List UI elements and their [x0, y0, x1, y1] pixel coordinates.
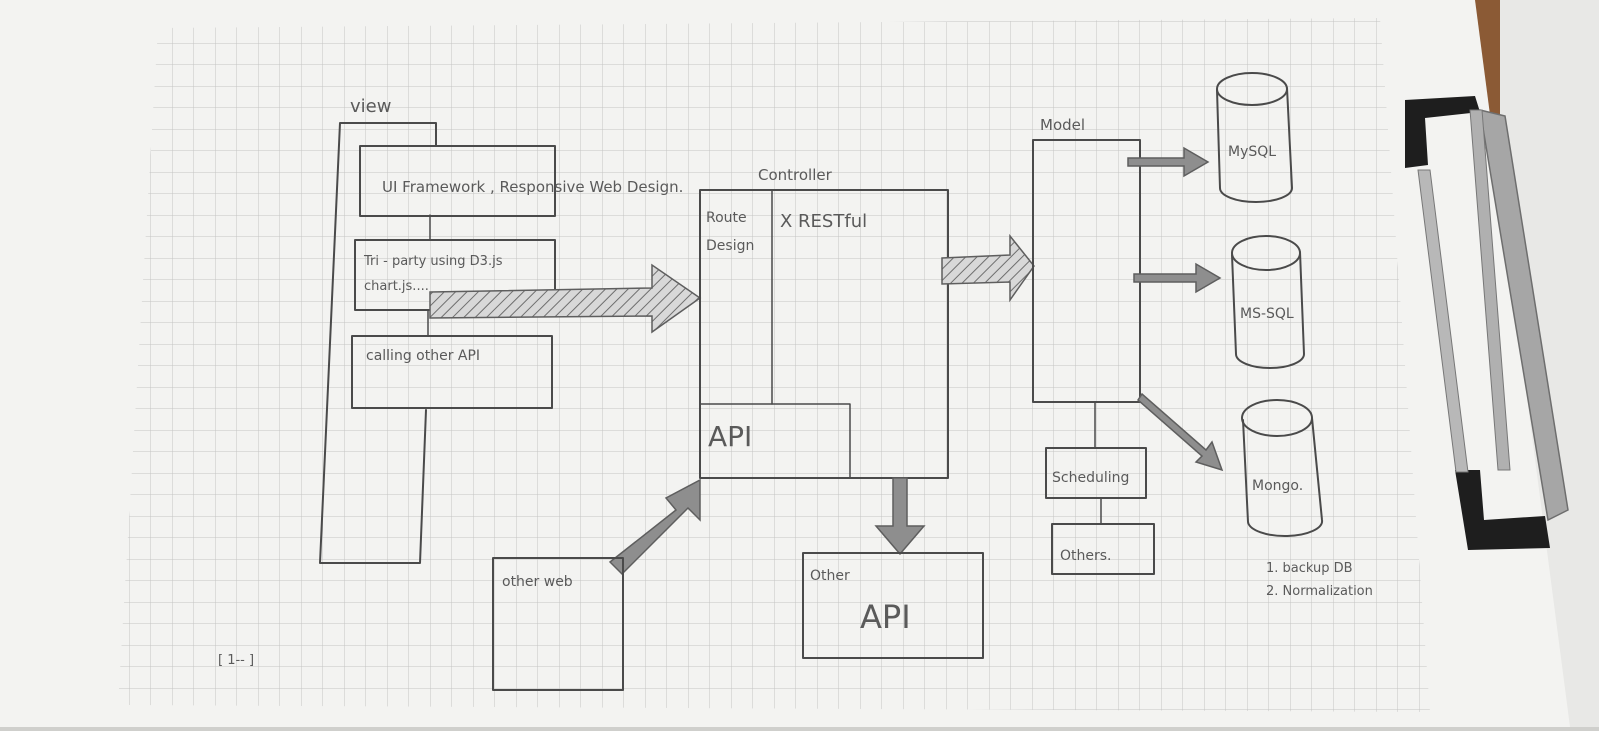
- other-web-text: other web: [502, 574, 573, 590]
- controller-box: [699, 189, 949, 479]
- view-to-controller-arrow: [429, 263, 702, 334]
- scheduling-box: [1045, 447, 1147, 499]
- others-box: [1051, 523, 1155, 575]
- mssql-cylinder-top: [1231, 235, 1301, 271]
- view-label: view: [350, 96, 391, 117]
- controller-to-model-arrow: [941, 233, 1035, 303]
- mssql-database: MS-SQL: [1231, 235, 1305, 369]
- note-normalization: 2. Normalization: [1266, 584, 1373, 599]
- model-to-mssql-arrow: [1133, 262, 1222, 294]
- clip-wire-left: [1417, 169, 1469, 473]
- clip-top-grip: [1405, 96, 1480, 168]
- controller-api-text: API: [708, 420, 752, 453]
- route-design-line-1: Route: [706, 210, 747, 226]
- scheduling-text: Scheduling: [1052, 470, 1129, 486]
- clipboard-clip: [1405, 96, 1569, 550]
- view-frame: [319, 122, 437, 564]
- model-to-mongo-arrow: [1137, 392, 1224, 472]
- controller-to-other-api-arrow: [874, 477, 926, 556]
- mongo-cylinder-body: [1242, 417, 1324, 538]
- corner-mark: [ 1-- ]: [218, 653, 254, 668]
- calling-api-text: calling other API: [366, 348, 480, 364]
- route-design-line-2: Design: [706, 238, 754, 254]
- graph-grid: [118, 18, 1430, 712]
- other-api-line-1: Other: [810, 568, 850, 584]
- mysql-cylinder-top: [1216, 72, 1288, 106]
- others-text: Others.: [1060, 548, 1112, 564]
- mysql-database: MySQL: [1216, 72, 1293, 203]
- other-web-to-controller-arrow: [608, 478, 701, 576]
- clip-bottom-grip: [1455, 470, 1550, 550]
- controller-label: Controller: [758, 166, 833, 184]
- clip-lever: [1479, 109, 1569, 522]
- mongo-cylinder-top: [1241, 399, 1313, 437]
- calling-api-box: [351, 335, 553, 409]
- other-web-box: [492, 557, 624, 691]
- mssql-cylinder-body: [1231, 251, 1305, 369]
- mongo-text: Mongo.: [1252, 478, 1303, 494]
- clip-wire-right: [1469, 109, 1511, 471]
- mysql-text: MySQL: [1228, 144, 1276, 160]
- model-label: Model: [1040, 116, 1085, 134]
- other-api-line-2: API: [860, 598, 911, 636]
- mysql-cylinder-body: [1216, 87, 1293, 203]
- third-party-line-1: Tri - party using D3.js: [363, 254, 503, 269]
- restful-text: X RESTful: [780, 211, 867, 232]
- note-backup-db: 1. backup DB: [1266, 561, 1353, 576]
- ui-framework-box: [359, 145, 556, 217]
- model-to-mysql-arrow: [1127, 146, 1210, 178]
- mssql-text: MS-SQL: [1240, 306, 1294, 322]
- mongo-database: Mongo.: [1241, 399, 1324, 538]
- model-box: [1032, 139, 1141, 403]
- third-party-line-2: chart.js....: [364, 279, 429, 294]
- api-subbox: [699, 403, 851, 479]
- ui-framework-text: UI Framework , Responsive Web Design.: [382, 178, 683, 196]
- other-api-box: [802, 552, 984, 659]
